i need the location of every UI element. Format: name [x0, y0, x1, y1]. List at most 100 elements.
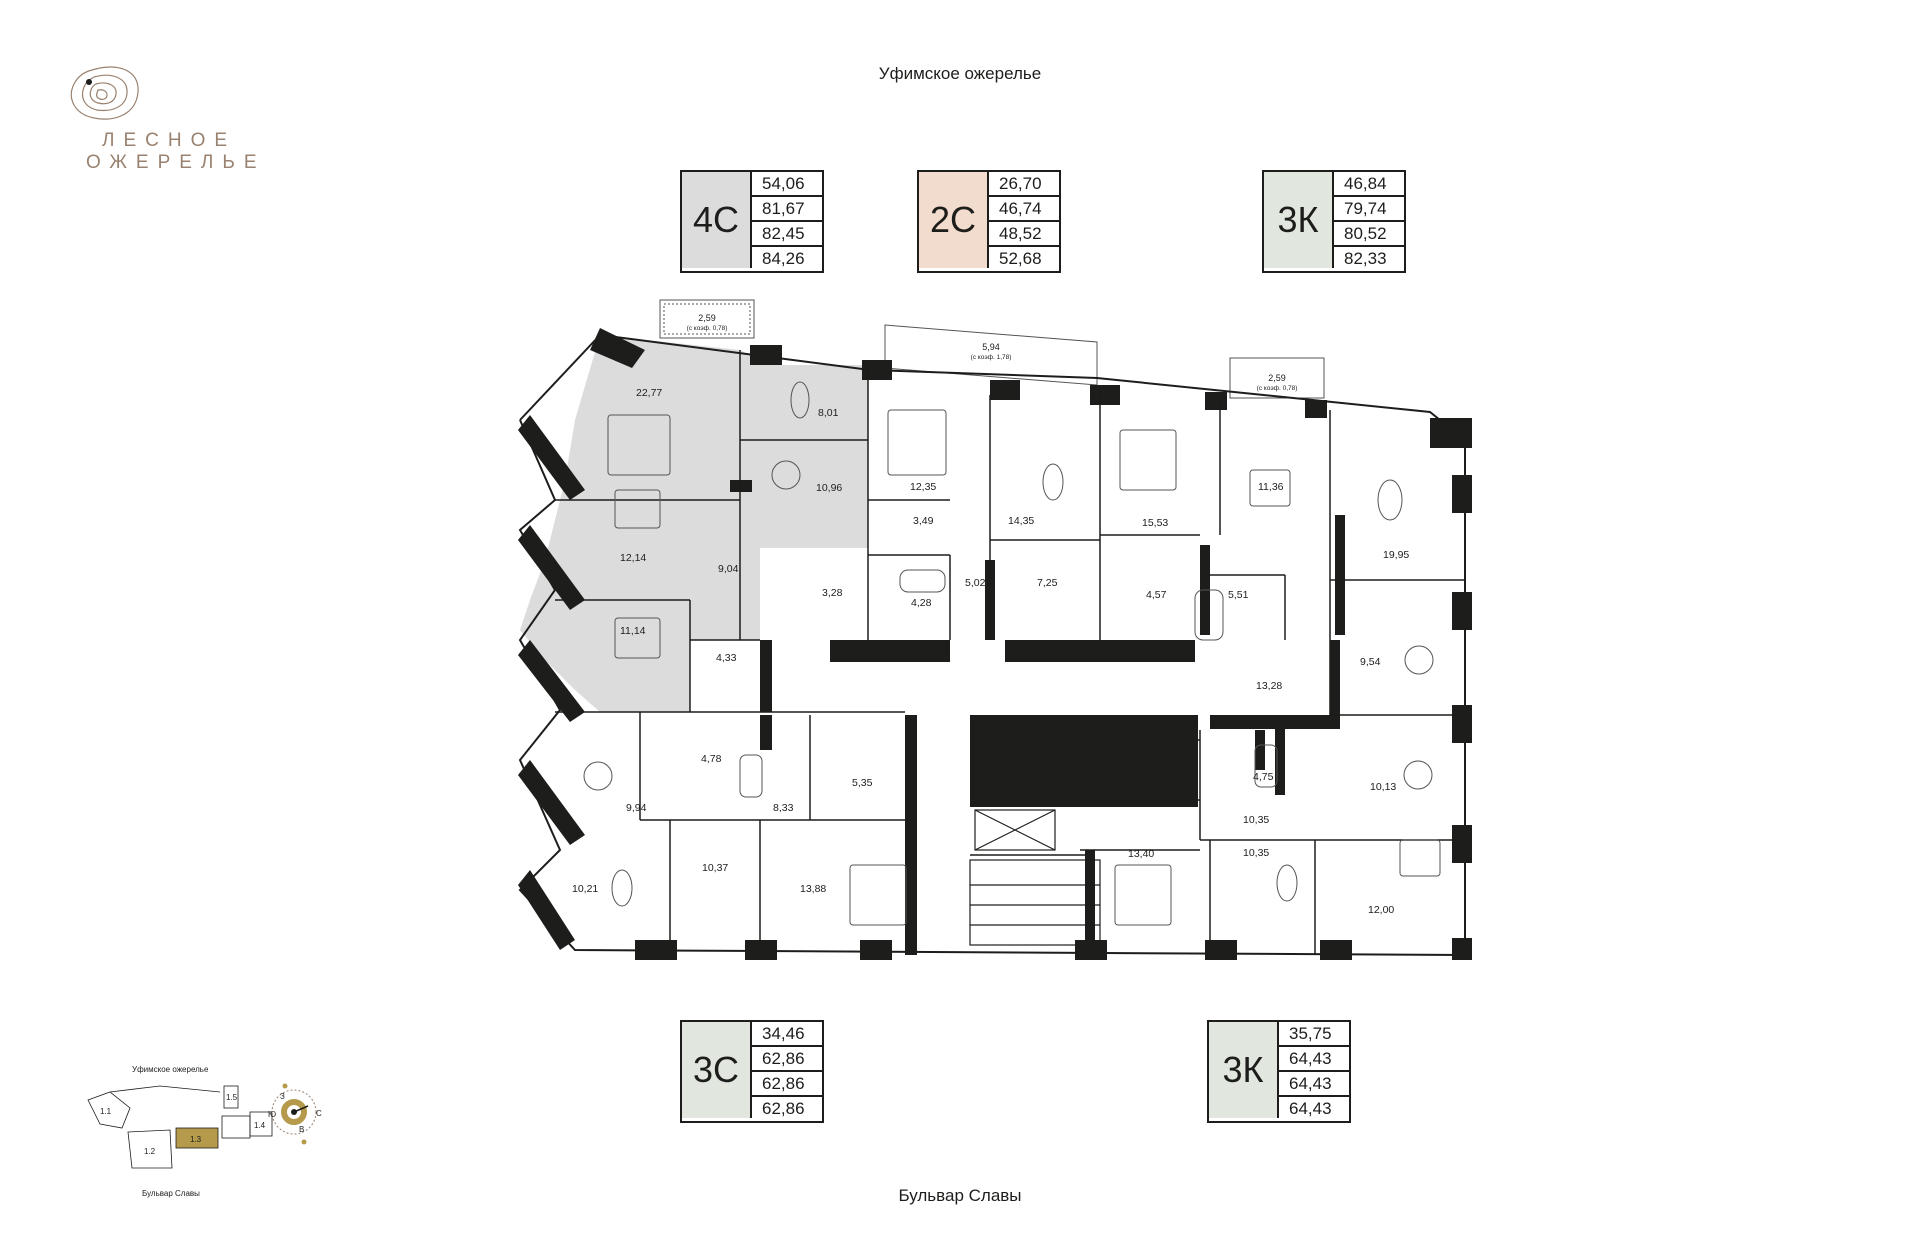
room-area: 3,28 — [822, 587, 843, 599]
room-area: 13,88 — [800, 883, 826, 895]
area-value: 82,33 — [1344, 249, 1387, 268]
room-area: 11,36 — [1258, 481, 1284, 493]
street-top-label: Уфимское ожерелье — [878, 64, 1042, 83]
area-value: 34,46 — [752, 1022, 822, 1047]
area-value: 62,86 — [762, 1099, 805, 1118]
apartment-card-4c[interactable]: 4С 54,06 81,67 82,45 84,26 — [680, 170, 824, 273]
minimap-street-bottom: Бульвар Славы — [142, 1189, 200, 1198]
room-area: 4,28 — [911, 597, 932, 609]
furniture — [583, 381, 1441, 926]
room-area: 10,35 — [1243, 847, 1269, 859]
area-list: 34,46 62,86 62,86 62,86 — [752, 1022, 822, 1121]
balcony-center-note: (с коэф. 1,78) — [971, 354, 1012, 361]
room-area: 11,14 — [620, 625, 646, 637]
room-area: 13,28 — [1256, 680, 1282, 692]
wall-blocks — [518, 328, 1472, 960]
room-area: 10,96 — [816, 482, 842, 494]
area-value: 84,26 — [762, 249, 805, 268]
compass-west: З — [280, 1092, 285, 1101]
room-area: 9,94 — [626, 802, 647, 814]
area-value: 26,70 — [989, 172, 1059, 197]
balcony-left-area: 2,59 — [698, 313, 716, 323]
minimap-current-section — [175, 1127, 219, 1149]
area-value: 64,43 — [1279, 1047, 1349, 1072]
balcony-right-note: (с коэф. 0,78) — [1257, 385, 1298, 392]
room-area: 8,33 — [773, 802, 794, 814]
room-area: 4,78 — [701, 753, 722, 765]
area-value: 82,45 — [752, 222, 822, 247]
apartment-type: 3К — [1209, 1022, 1279, 1118]
area-value: 35,75 — [1279, 1022, 1349, 1047]
area-value: 64,43 — [1289, 1099, 1332, 1118]
room-area: 7,25 — [1037, 577, 1058, 589]
room-area: 13,40 — [1128, 848, 1154, 860]
room-area: 22,77 — [636, 387, 662, 399]
apartment-card-3k-bottom[interactable]: 3К 35,75 64,43 64,43 64,43 — [1207, 1020, 1351, 1123]
area-value: 46,84 — [1334, 172, 1404, 197]
balcony-right-area: 2,59 — [1268, 373, 1286, 383]
room-area: 4,75 — [1253, 771, 1274, 783]
room-area: 19,95 — [1383, 549, 1409, 561]
compass-north: С — [316, 1109, 322, 1118]
area-value: 80,52 — [1334, 222, 1404, 247]
brand-line-2: ОЖЕРЕЛЬЕ — [86, 152, 266, 173]
minimap-section-label: 1.5 — [226, 1093, 238, 1102]
room-area: 3,49 — [913, 515, 934, 527]
compass-east: В — [299, 1125, 304, 1134]
room-area: 4,57 — [1146, 589, 1167, 601]
logo-contour-icon — [70, 66, 139, 120]
room-area: 10,13 — [1370, 781, 1396, 793]
apartment-card-2c[interactable]: 2С 26,70 46,74 48,52 52,68 — [917, 170, 1061, 273]
minimap-section-label: 1.2 — [144, 1147, 156, 1156]
compass-south: Ю — [268, 1110, 276, 1119]
balcony-left-note: (с коэф. 0,78) — [687, 325, 728, 332]
area-value: 54,06 — [752, 172, 822, 197]
street-bottom-label: Бульвар Славы — [898, 1186, 1022, 1205]
room-area: 5,02 — [965, 577, 986, 589]
apartment-type: 3С — [682, 1022, 752, 1118]
room-area: 4,33 — [716, 652, 737, 664]
room-area: 14,35 — [1008, 515, 1034, 527]
minimap-section-label: 1.3 — [190, 1135, 202, 1144]
room-area: 9,54 — [1360, 656, 1381, 668]
apartment-card-3c[interactable]: 3С 34,46 62,86 62,86 62,86 — [680, 1020, 824, 1123]
apartment-card-3k-top[interactable]: 3К 46,84 79,74 80,52 82,33 — [1262, 170, 1406, 273]
balcony-center-area: 5,94 — [982, 342, 1000, 352]
area-list: 35,75 64,43 64,43 64,43 — [1279, 1022, 1349, 1121]
area-value: 81,67 — [752, 197, 822, 222]
apartment-type: 2С — [919, 172, 989, 268]
lift-stair-core — [969, 809, 1101, 946]
room-area: 10,21 — [572, 883, 598, 895]
room-area: 12,00 — [1368, 904, 1394, 916]
room-area: 12,35 — [910, 481, 936, 493]
area-value: 48,52 — [989, 222, 1059, 247]
partitions — [555, 350, 1465, 955]
room-area: 9,04 — [718, 563, 739, 575]
apartment-type: 3К — [1264, 172, 1334, 268]
room-area: 5,51 — [1228, 589, 1249, 601]
compass-icon: З С Ю В — [268, 1083, 322, 1145]
room-area: 12,14 — [620, 552, 646, 564]
area-value: 64,43 — [1279, 1072, 1349, 1097]
area-list: 54,06 81,67 82,45 84,26 — [752, 172, 822, 271]
room-area: 3,45 — [1084, 768, 1105, 780]
logo: ЛЕСНОЕ ОЖЕРЕЛЬЕ — [62, 60, 322, 180]
minimap-section-label: 1.4 — [254, 1121, 266, 1130]
room-labels: 22,77 8,01 10,96 12,14 9,04 3,28 11,14 4… — [572, 387, 1409, 916]
balcony-left — [659, 299, 755, 339]
balcony-right — [1229, 357, 1325, 399]
area-value: 52,68 — [999, 249, 1042, 268]
apartment-type: 4С — [682, 172, 752, 268]
area-value: 46,74 — [989, 197, 1059, 222]
room-area: 10,37 — [702, 862, 728, 874]
apartment-4c-area[interactable] — [520, 335, 868, 712]
minimap-section-label: 1.1 — [100, 1107, 112, 1116]
room-area: 10,35 — [1243, 814, 1269, 826]
minimap-street-top: Уфимское ожерелье — [132, 1065, 209, 1074]
area-value: 62,86 — [752, 1047, 822, 1072]
area-value: 62,86 — [752, 1072, 822, 1097]
room-area: 15,53 — [1142, 517, 1168, 529]
site-minimap: Уфимское ожерелье 1.1 1.2 1.3 1.4 1.5 Бу… — [87, 1065, 322, 1198]
area-value: 79,74 — [1334, 197, 1404, 222]
